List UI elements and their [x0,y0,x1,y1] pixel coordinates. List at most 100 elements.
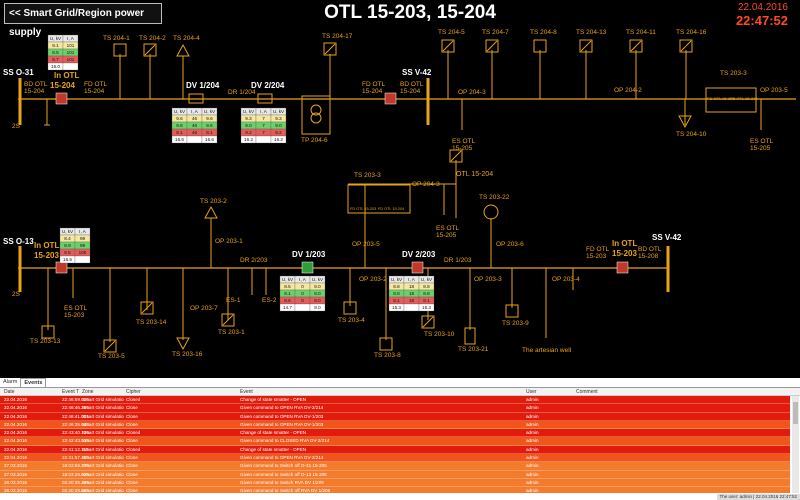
cell-user: admin [526,413,539,419]
ss-v42-upper-label: SS V-42 [402,68,432,77]
cell-cipher: Closed [126,397,141,402]
cell-event: Given command to OPEN RVA DV-2/214 [240,405,324,411]
breaker-dv-2-203[interactable] [411,261,424,274]
breaker-fd-otl-15-204[interactable] [384,92,397,105]
cell-time: 22:46:35.648 [62,421,89,427]
meter-cell: U, kV [50,36,62,41]
col-date[interactable]: Date [4,389,15,395]
breaker-dv-1-203[interactable] [301,261,314,274]
events-tabs: Alarm Events [0,378,800,388]
events-scrollbar[interactable] [792,396,799,493]
dv-1-203-label: DV 1/203 [292,250,326,259]
col-comment[interactable]: Comment [576,389,598,395]
breaker-in-otl-15-204[interactable] [55,92,68,105]
page-title: OTL 15-203, 15-204 [324,2,496,23]
op-204-2-label: OP 204-2 [614,87,642,94]
cell-cipher: Close [126,405,138,411]
back-button[interactable]: << Smart Grid/Region power supply [4,3,162,38]
cell-cipher: Close [126,488,138,493]
meter-cell: 99 [80,243,86,248]
cell-event: Given command to OPEN RVA DV-1/203 [240,413,324,419]
breaker-in-otl-15-203[interactable] [55,261,68,274]
scrollbar-thumb[interactable] [793,402,798,424]
date-display: 22.04.2016 [737,2,788,13]
meter-cell: 8.1 [393,298,400,303]
col-event-time[interactable]: Event T [62,389,80,395]
disconnector-dv-2-204[interactable] [257,93,273,104]
op-204-3-label: OP 204-3 [458,89,486,96]
cell-time: 22:46:46.256 [62,405,89,411]
cell-date: 22.04.2016 [4,421,27,427]
in-otl-15-203-right-label: In OTL [612,239,637,248]
bd-otl-left-label: BD OTL [24,81,48,88]
meter-cell: 8.5 [64,250,71,255]
disconnector-dv-1-204[interactable] [188,93,204,104]
op-203-5-label: OP 203-5 [352,241,380,248]
bd-otl-right-label: BD OTL [400,81,424,88]
svg-text:15-203: 15-203 [612,249,637,258]
col-user[interactable]: User [526,389,537,395]
col-zone[interactable]: Zone [82,389,94,395]
meter-cell: 7 [262,123,265,128]
meter-cell: 7 [262,130,265,135]
meter-cell: 15.0 [51,64,60,69]
ts-203-8-label: TS 203-8 [374,352,401,359]
cell-event: Given command to OPEN RVA DV-2/214 [240,455,324,461]
ts-203-14-label: TS 203-14 [136,319,167,326]
cell-zone: Smart Grid simulation [82,463,124,469]
meter-cell: 9.0 [275,123,282,128]
transformer-tp-204-6[interactable] [301,95,331,135]
ts-204-16-label: TS 204-16 [676,29,707,36]
meter-cell-bg [186,135,203,144]
dr-1-203-label: DR 1/203 [444,257,472,264]
cell-date: 22.04.2016 [4,438,27,444]
ts-203-3-middle-label: TS 203-3 [354,172,381,179]
meter-cell: U, kV [273,109,285,114]
cell-cipher: Close [126,471,138,477]
ts-204-10-label: TS 204-10 [676,131,707,138]
cell-time: 18:03:29.625 [62,471,89,477]
cell-cipher: Close [126,421,138,427]
dv-2-203-label: DV 2/203 [402,250,436,259]
op-203-3-label: OP 203-3 [474,276,502,283]
meter-cell: 8.0 [314,284,321,289]
op-203-2-label: OP 203-2 [359,276,387,283]
breaker-in-otl-15-203-right[interactable] [616,261,629,274]
ts-204-7-label: TS 204-7 [482,29,509,36]
cell-zone: Smart Grid simulation [82,397,124,402]
meter-cell: 9.0 [245,123,252,128]
meter-cell: 9.6 [176,123,183,128]
status-bar: The user: admin | 22.04.2016 22:47:52 [716,494,800,500]
meter-cell: 46 [192,116,198,121]
tab-alarm[interactable]: Alarm [3,379,18,385]
cell-user: admin [526,405,539,411]
cell-time: 22:41:57.490 [62,455,89,461]
meter-cell: 8.7 [52,57,59,62]
cell-time: 22:43:40.136 [62,430,89,436]
op-203-5-label: OP 203-5 [760,87,788,94]
col-cipher[interactable]: Cipher [126,389,141,395]
tab-events[interactable]: Events [20,378,47,387]
meter-cell: 8.8 [393,291,400,296]
ts-203-5-label: TS 203-5 [98,353,125,360]
col-event[interactable]: Event [240,389,253,395]
meter-cell: 8.8 [393,284,400,289]
svg-text:15-204: 15-204 [400,88,421,95]
meter-cell: 9.2 [245,130,252,135]
